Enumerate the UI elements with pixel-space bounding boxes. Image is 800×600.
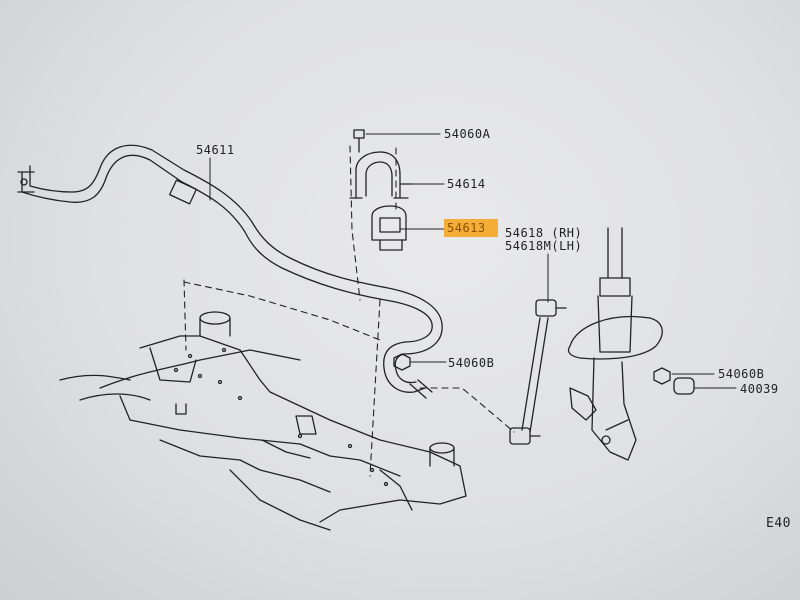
label-54611[interactable]: 54611 — [196, 143, 235, 157]
label-54614[interactable]: 54614 — [447, 177, 486, 191]
subframe — [59, 311, 467, 531]
cap-40039 — [673, 377, 695, 395]
bolt-54060A — [353, 129, 365, 153]
leader-lines — [209, 133, 737, 389]
label-54060A[interactable]: 54060A — [444, 127, 491, 141]
label-40039[interactable]: 40039 — [740, 382, 779, 396]
alignment-lines — [183, 145, 515, 477]
clamp-54614 — [349, 151, 413, 199]
nut-left — [393, 353, 411, 371]
label-54613[interactable]: 54613 — [447, 221, 486, 235]
bushing-54613 — [371, 205, 407, 251]
nut-right — [653, 367, 671, 385]
label-54060B-left[interactable]: 54060B — [448, 356, 495, 370]
strut-assembly — [567, 227, 663, 461]
label-54060B-right[interactable]: 54060B — [718, 367, 765, 381]
corner-code: E40 — [766, 516, 791, 531]
stabilizer-link — [509, 299, 567, 445]
label-54618-rh[interactable]: 54618 (RH) — [505, 226, 583, 240]
stabilizer-bar — [17, 144, 443, 399]
highlight-54613 — [444, 219, 498, 237]
label-54618m-lh[interactable]: 54618M(LH) — [505, 239, 583, 253]
